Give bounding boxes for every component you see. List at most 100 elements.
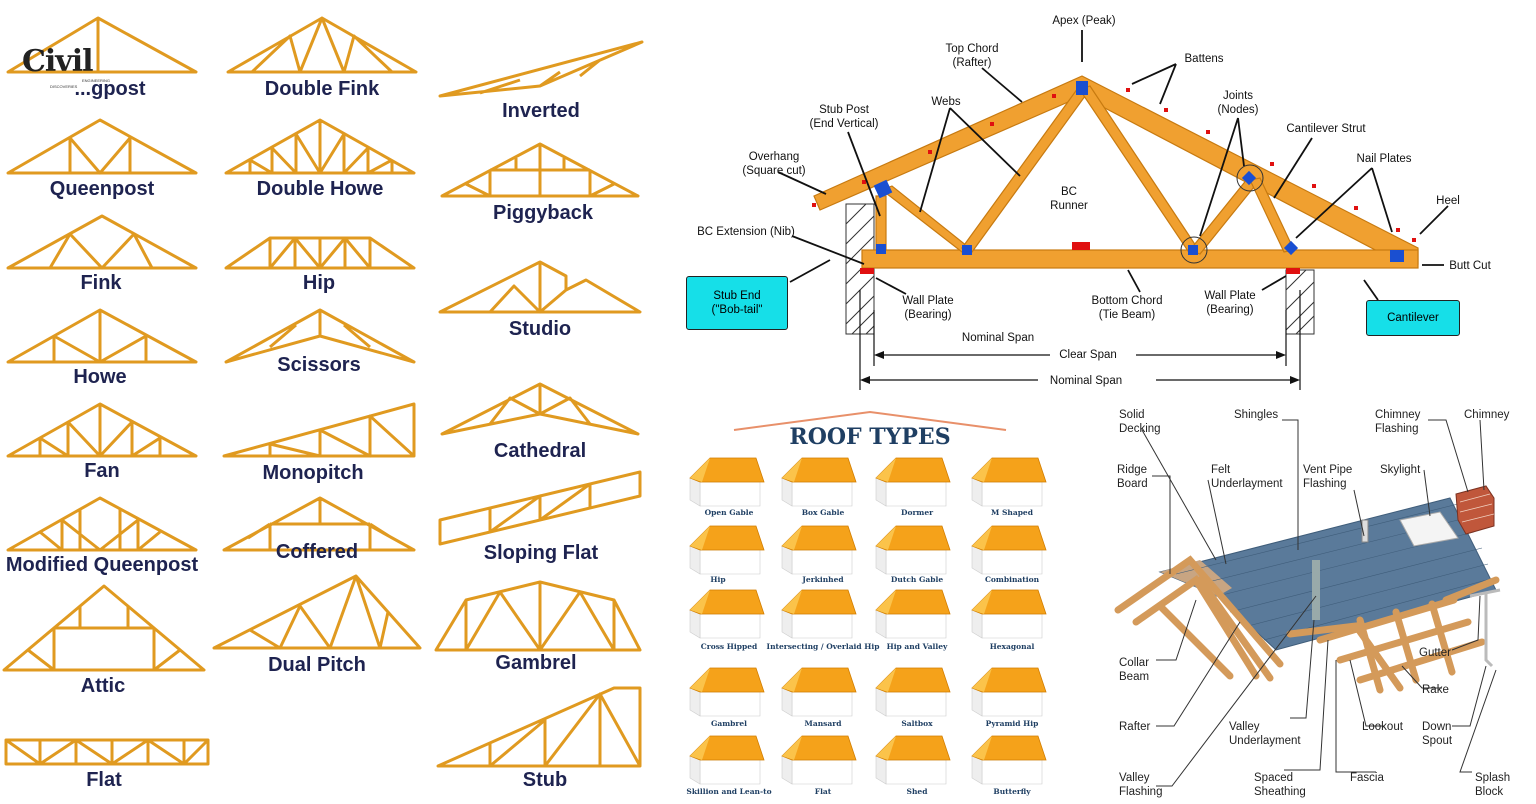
truss-label-stub: Stub [522, 769, 568, 791]
roof-label: Hexagonal [989, 642, 1035, 651]
roof-label-rafter: Rafter [1119, 721, 1151, 733]
truss-kingpost [6, 16, 198, 74]
truss-label-double-howe: Double Howe [256, 178, 384, 200]
truss-label-inverted: Inverted [502, 100, 580, 122]
truss-label-piggyback: Piggyback [492, 202, 594, 224]
roof-label-fascia: Fascia [1350, 772, 1384, 784]
truss-fink [6, 214, 198, 270]
roof-types-title: ROOF TYPES [789, 424, 951, 450]
label-top-chord: Top Chord(Rafter) [945, 43, 999, 69]
roof-label: Cross Hipped [700, 642, 758, 651]
battens [812, 88, 1416, 274]
truss-label-scissors: Scissors [277, 354, 361, 376]
truss-label-studio: Studio [508, 318, 572, 340]
truss-label-sloping-flat: Sloping Flat [483, 542, 599, 564]
roof-label: Dormer [900, 508, 934, 517]
downspout-shape [1484, 594, 1494, 668]
callout-stub-end: Stub End("Bob-tail" [686, 276, 788, 330]
roof-label: M Shaped [991, 508, 1033, 517]
truss-label-attic: Attic [80, 675, 126, 697]
roof-label-rake: Rake [1422, 684, 1449, 696]
label-nominal-span-top: Nominal Span [961, 332, 1035, 344]
label-apex: Apex (Peak) [1052, 15, 1116, 27]
civil-logo: Civil ENGINEERING DISCOVERIES [22, 44, 111, 89]
label-bc-extension: BC Extension (Nib) [697, 226, 795, 238]
roof-label-skylight: Skylight [1380, 464, 1421, 476]
roof-label: Gambrel [710, 719, 748, 728]
label-battens: Battens [1184, 53, 1224, 65]
truss-cathedral [440, 382, 640, 436]
truss-label-howe: Howe [73, 366, 127, 388]
roof-label: Intersecting / Overlaid Hip [766, 642, 880, 651]
roof-label-shingles: Shingles [1234, 409, 1279, 421]
truss-label-double-fink: Double Fink [264, 78, 380, 100]
truss-label-flat: Flat [86, 769, 122, 791]
roof-label: Shed [906, 787, 928, 796]
roof-title-line [733, 410, 1007, 431]
joint-circle-2 [1236, 164, 1264, 192]
valley-shape [1312, 560, 1320, 620]
truss-label-cathedral: Cathedral [493, 440, 587, 462]
roof-label: Saltbox [901, 719, 933, 728]
vent-pipe-shape [1361, 519, 1369, 543]
label-butt-cut: Butt Cut [1449, 260, 1491, 272]
roof-label: Open Gable [704, 508, 754, 517]
nail-plates [873, 81, 1404, 262]
label-wall-plate-right: Wall Plate(Bearing) [1204, 290, 1256, 316]
truss-mod-queenpost [6, 496, 198, 552]
truss-hip [224, 236, 416, 270]
label-clear-span: Clear Span [1059, 349, 1117, 361]
roof-label: Hip and Valley [886, 642, 948, 651]
truss-label-hip: Hip [302, 272, 336, 294]
roof-label: Mansard [804, 719, 842, 728]
callout-cantilever: Cantilever [1366, 300, 1460, 336]
roof-label-chimney: Chimney [1464, 409, 1510, 421]
truss-inverted [438, 40, 644, 98]
roof-label: Butterfly [993, 787, 1031, 796]
truss-coffered [222, 496, 416, 552]
truss-fan [6, 402, 198, 458]
roof-label: Dutch Gable [890, 575, 944, 584]
label-wall-plate-left: Wall Plate(Bearing) [902, 295, 954, 321]
leader-lines [777, 30, 1449, 301]
truss-studio [438, 260, 642, 314]
truss-label-gambrel: Gambrel [495, 652, 577, 674]
truss-label-mod-queenpost: Modified Queenpost [5, 554, 199, 576]
truss-sloping-flat [438, 470, 642, 546]
truss-monopitch [222, 402, 416, 458]
truss-queenpost [6, 118, 198, 175]
label-cantilever-strut: Cantilever Strut [1286, 123, 1366, 135]
roof-label: Combination [984, 575, 1040, 584]
shingle-rows [1175, 503, 1495, 641]
truss-label-dual-pitch: Dual Pitch [268, 654, 366, 676]
truss-label-coffered: Coffered [275, 541, 359, 563]
roof-label-gutter: Gutter [1419, 647, 1451, 659]
truss-stub [436, 686, 642, 768]
truss-label-fink: Fink [80, 272, 122, 294]
truss-howe [6, 308, 198, 364]
roof-label: Flat [814, 787, 832, 796]
roof-label: Box Gable [801, 508, 845, 517]
truss-label-monopitch: Monopitch [262, 462, 364, 484]
roof-label-lookout: Lookout [1362, 721, 1403, 733]
truss-flat [4, 738, 210, 766]
truss-piggyback [440, 142, 640, 198]
truss-attic [2, 584, 206, 672]
joint-circle-1 [1180, 236, 1208, 264]
truss-label-kingpost: ...gpost [74, 78, 146, 100]
truss-label-queenpost: Queenpost [49, 178, 155, 200]
truss-dual-pitch [212, 574, 422, 650]
